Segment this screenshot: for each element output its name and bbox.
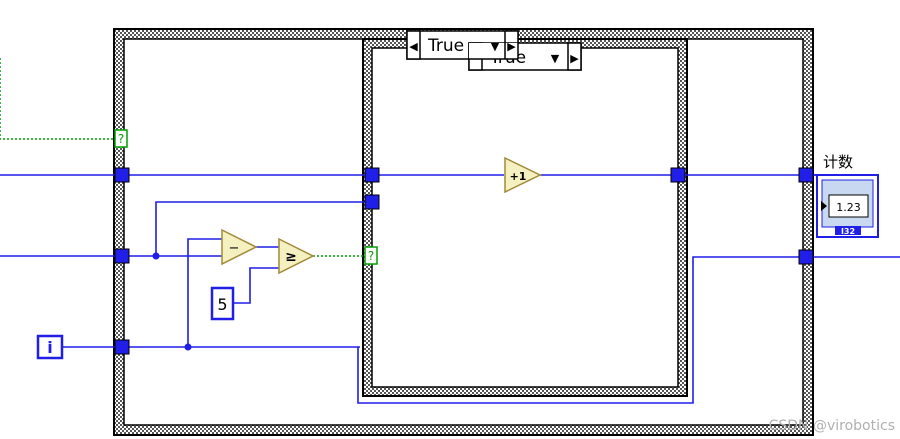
boolean-wires (0, 58, 365, 257)
tunnel-left-top (114, 167, 130, 183)
inner-tunnel-right-top (670, 167, 686, 183)
tunnel-right-top (798, 167, 814, 183)
svg-text:▼: ▼ (491, 40, 500, 53)
inner-case-selector[interactable]: True ▼ ▶ ▼ ▶ (468, 40, 582, 71)
increment-label: +1 (510, 170, 527, 183)
selector-terminal-symbol: ? (118, 132, 124, 146)
svg-text:▶: ▶ (507, 40, 516, 53)
inner-tunnel-left-top (364, 167, 380, 183)
outer-tunnels[interactable] (114, 167, 814, 355)
inner-case-selector-terminal[interactable]: ? (364, 246, 378, 265)
greater-equal-node[interactable]: ≥ (278, 237, 315, 275)
outer-case-label: True (427, 36, 464, 56)
numeric-wires (0, 174, 900, 404)
indicator-display: 1.23 (836, 201, 861, 214)
constant-value: 5 (217, 295, 227, 314)
increment-node[interactable]: +1 (504, 156, 542, 194)
next-case-arrow: ▶ (570, 52, 579, 65)
subtract-label: − (229, 241, 240, 256)
greater-equal-label: ≥ (285, 249, 297, 265)
tunnel-left-mid (114, 248, 130, 264)
indicator-type: I32 (841, 227, 855, 236)
subtract-node[interactable]: − (221, 228, 258, 266)
numeric-constant[interactable]: 5 (210, 286, 235, 321)
inner-case-structure[interactable] (362, 38, 688, 397)
iteration-terminal[interactable]: i (36, 334, 64, 360)
count-indicator[interactable]: 计数 1.23 I32 (816, 153, 879, 238)
indicator-label: 计数 (823, 153, 853, 171)
tunnel-right-mid (798, 249, 814, 265)
inner-tunnel-left-mid (364, 194, 380, 210)
outer-case-selector-terminal[interactable]: ? (114, 129, 128, 148)
tunnel-left-bottom (114, 339, 130, 355)
prev-case-arrow: ◀ (409, 40, 418, 53)
inner-tunnels[interactable] (364, 167, 686, 210)
selector-terminal-symbol: ? (368, 249, 374, 263)
dropdown-arrow: ▼ (551, 52, 560, 65)
junction-dots (152, 252, 192, 351)
watermark: CSDN @virobotics (769, 418, 895, 434)
iteration-label: i (47, 338, 52, 357)
